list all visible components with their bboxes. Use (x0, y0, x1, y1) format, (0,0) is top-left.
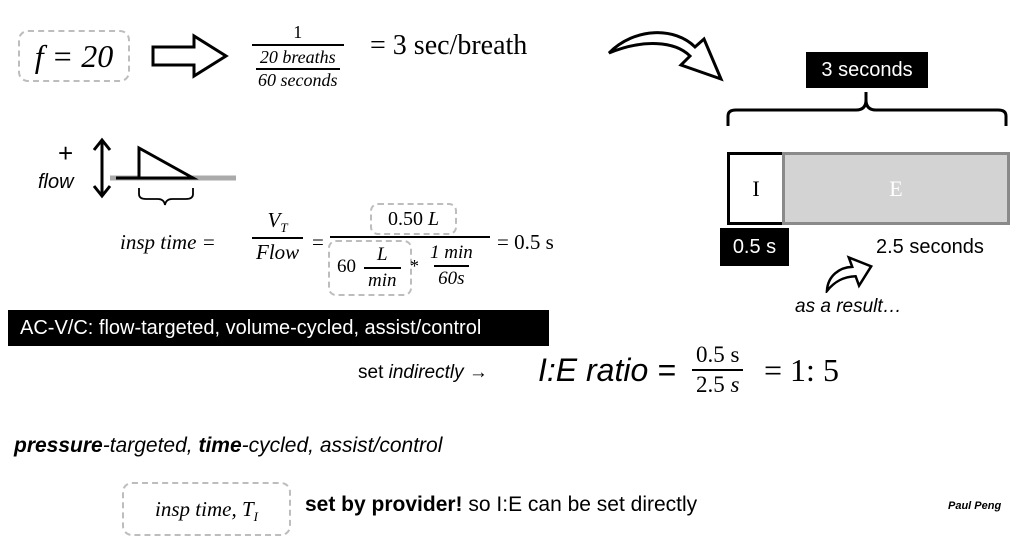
inspiration-time-label: 0.5 s (720, 228, 789, 266)
volume-unit: L (427, 208, 440, 230)
set-by-provider-text: set by provider! so I:E can be set direc… (305, 493, 698, 516)
sixty-seconds: 60s (434, 265, 469, 290)
right-arrow-icon (151, 33, 229, 79)
flow-waveform (92, 137, 236, 206)
insp-time-ti-subscript: I (253, 509, 258, 525)
breath-fraction: 1 20 breaths 60 seconds (252, 22, 344, 91)
pressure-word: pressure (14, 434, 103, 457)
flow-symbol: Flow (252, 237, 304, 265)
pc-mode-label: pressure-targeted, time-cycled, assist/c… (14, 434, 443, 457)
conversion-fraction: 1 min 60s (426, 242, 477, 290)
ie-denominator-value: 2.5 (696, 372, 725, 397)
tidal-volume-subscript: T (280, 220, 288, 236)
acvc-mode-banner: AC-V/C: flow-targeted, volume-cycled, as… (8, 310, 549, 346)
set-by-provider-bold: set by provider! (305, 493, 463, 516)
total-time-label: 3 seconds (806, 52, 928, 88)
multiply-sign: * (410, 256, 419, 276)
ie-denominator-unit: s (730, 372, 740, 397)
inspiration-label: I (752, 176, 760, 201)
insp-time-ti-box: insp time, TI (122, 482, 291, 536)
tidal-volume-symbol: V (267, 208, 281, 232)
expiration-time-label: 2.5 seconds (876, 236, 984, 258)
respiratory-rate-label: f = 20 (34, 38, 114, 74)
breath-fraction-numerator: 1 (293, 22, 303, 42)
insp-time-result: = 0.5 s (497, 230, 554, 254)
expiration-label: E (889, 176, 903, 201)
ie-result: = 1: 5 (764, 352, 839, 388)
right-small-arrow-icon: → (468, 362, 488, 383)
plus-sign: + (58, 138, 74, 168)
acvc-mode-text: AC-V/C: flow-targeted, volume-cycled, as… (20, 317, 482, 339)
ie-fraction: 0.5 s 2.5 s (692, 342, 744, 398)
as-a-result-note: as a result… (795, 296, 902, 317)
ie-ratio-label: I:E ratio = (538, 352, 676, 388)
inspiration-segment: I (727, 152, 785, 225)
breath-fraction-bottom: 60 seconds (256, 68, 340, 90)
flow-axis-label: flow (38, 171, 74, 193)
respiratory-rate-box: f = 20 (18, 30, 130, 82)
insp-time-ti-text: insp time, T (155, 497, 254, 521)
insp-time-text: insp time (120, 230, 197, 254)
equals-sign: = (312, 230, 324, 254)
curved-arrow-icon (607, 31, 724, 82)
flow-rate-box: 60 L min (328, 240, 412, 296)
flow-rate-L: L (376, 244, 388, 265)
flow-rate-number: 60 (337, 256, 356, 277)
insp-time-lhs: insp time = (120, 230, 216, 254)
main-fraction-bar (330, 236, 490, 238)
author-name: Paul Peng (948, 500, 1002, 512)
expiration-segment: E (782, 152, 1010, 225)
vt-over-flow: VT Flow (252, 208, 304, 265)
time-word: time (198, 434, 242, 457)
breath-fraction-top: 20 breaths (259, 47, 336, 67)
small-curved-arrow-icon (825, 255, 874, 293)
breath-result: = 3 sec/breath (370, 30, 528, 61)
volume-box: 0.50 L (370, 203, 457, 235)
set-indirectly-label: set indirectly → (358, 362, 488, 383)
flow-rate-min: min (364, 267, 401, 292)
one-minute: 1 min (430, 242, 473, 263)
ie-numerator: 0.5 s (696, 342, 740, 367)
volume-value: 0.50 (387, 208, 423, 230)
timeline-bracket (726, 92, 1008, 126)
